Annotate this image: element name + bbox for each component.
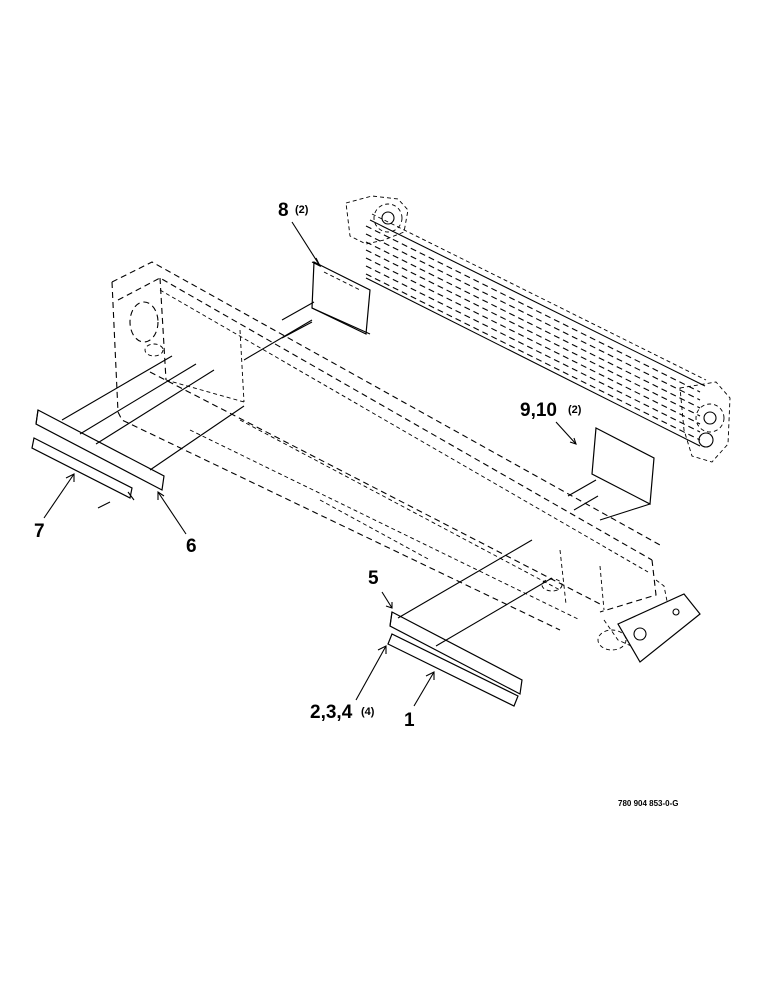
callout-5-number: 5 [368, 568, 379, 589]
callout-2-3-4-quantity: (4) [361, 706, 375, 718]
callout-1-number: 1 [404, 710, 415, 731]
roller-assembly [345, 195, 731, 463]
left-strips [31, 355, 245, 509]
callout-2-3-4: 2,3,4 (4) [310, 645, 387, 723]
main-frame [111, 261, 701, 663]
callout-8: 8 (2) [278, 200, 322, 268]
callout-6: 6 [157, 490, 197, 557]
callout-2-3-4-number: 2,3,4 [310, 702, 353, 723]
callout-9-10: 9,10 (2) [520, 400, 582, 445]
callout-8-number: 8 [278, 200, 289, 221]
right-strips [387, 539, 553, 707]
callout-6-number: 6 [186, 536, 197, 557]
callout-5: 5 [368, 568, 393, 609]
callout-9-10-quantity: (2) [568, 404, 582, 416]
drawing-reference-number: 780 904 853-0-G [618, 799, 679, 808]
panel-8 [243, 261, 371, 361]
callout-7-number: 7 [34, 521, 45, 542]
callout-7: 7 [34, 473, 75, 542]
callout-9-10-number: 9,10 [520, 400, 557, 421]
callout-1: 1 [404, 671, 435, 731]
panel-9-10 [567, 427, 655, 521]
callout-8-quantity: (2) [295, 204, 309, 216]
